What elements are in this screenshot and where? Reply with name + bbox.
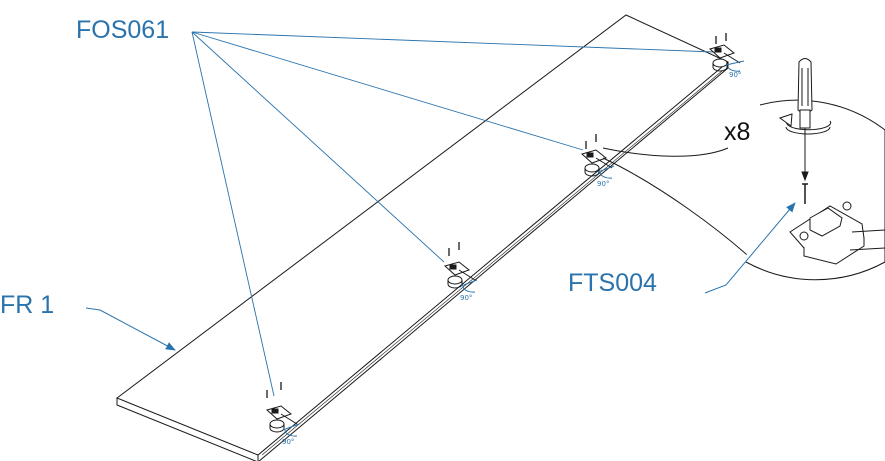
screw-count-label: x8 bbox=[724, 118, 751, 146]
hinge-plate-icon bbox=[580, 149, 613, 177]
arrow-fts004 bbox=[704, 202, 796, 294]
hinge-group-3: 90° bbox=[443, 242, 478, 302]
screw-icon bbox=[585, 134, 597, 149]
screwdriver-icon bbox=[797, 58, 813, 182]
screw-icon bbox=[802, 183, 808, 204]
hinge-group-2: 90° bbox=[580, 134, 615, 188]
screw-icon bbox=[266, 382, 282, 398]
hinge-plate-icon bbox=[708, 44, 741, 72]
label-fts004: FTS004 bbox=[568, 269, 657, 297]
fos061-leaders bbox=[191, 31, 715, 397]
arrow-fr1 bbox=[85, 307, 176, 351]
hinge-plate-icon bbox=[789, 201, 885, 265]
rotate-arrow-icon bbox=[778, 113, 832, 135]
label-fr1: FR 1 bbox=[0, 291, 55, 319]
hinge-group-4: 90° bbox=[265, 382, 300, 446]
screw-icon bbox=[715, 33, 727, 44]
label-fos061: FOS061 bbox=[76, 16, 170, 44]
hinge-group-1: 90° bbox=[708, 33, 745, 79]
angle-label: 90° bbox=[729, 71, 741, 79]
angle-label: 90° bbox=[460, 294, 472, 302]
angle-label: 90° bbox=[597, 180, 609, 188]
angle-label: 90° bbox=[282, 438, 294, 446]
hinge-plate-icon bbox=[265, 405, 298, 433]
panel-fr1 bbox=[115, 14, 729, 461]
detail-callout-lines bbox=[602, 147, 756, 263]
hinge-plate-icon bbox=[443, 261, 476, 289]
screw-icon bbox=[448, 242, 460, 256]
